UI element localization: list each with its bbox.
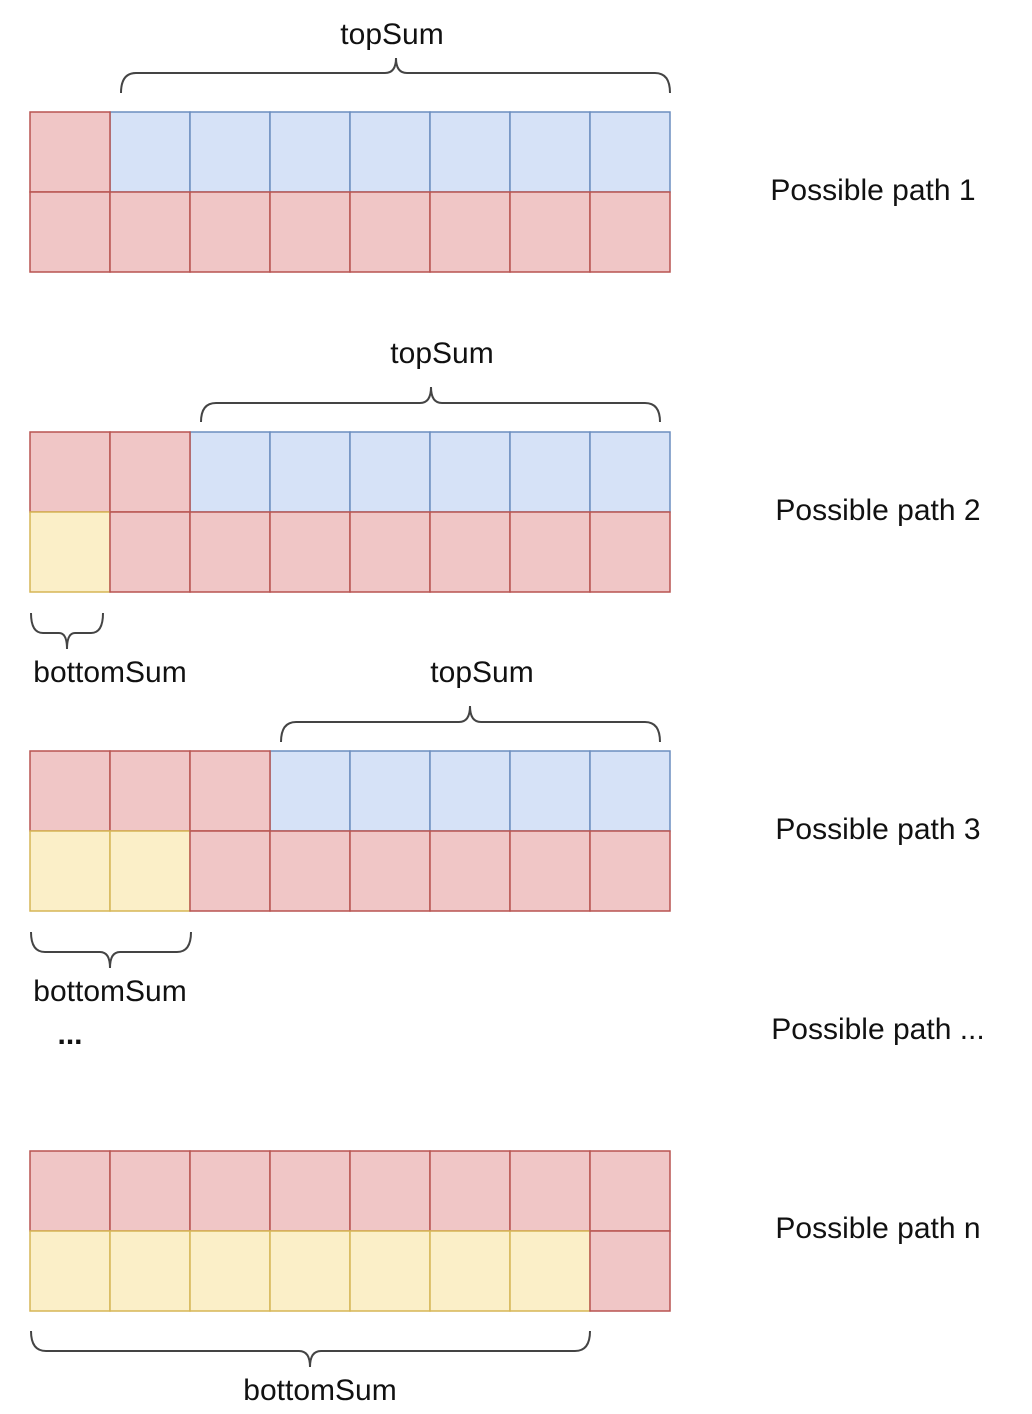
top-cell-blue xyxy=(349,750,431,832)
bottom-cell-yellow xyxy=(109,1230,191,1312)
bottom-cell-red xyxy=(589,830,671,912)
path-n-label: Possible path n xyxy=(775,1212,980,1245)
path-3-label: Possible path 3 xyxy=(775,813,980,846)
bottom-cell-red xyxy=(509,511,591,593)
path-n-grid xyxy=(29,1150,671,1312)
bottom-cell-red xyxy=(429,191,511,273)
bottom-cell-red xyxy=(189,511,271,593)
top-cell-blue xyxy=(589,111,671,193)
path-3-bottomsum-brace xyxy=(30,931,192,969)
top-cell-blue xyxy=(189,431,271,513)
bottom-cell-red xyxy=(269,191,351,273)
top-cell-blue xyxy=(349,431,431,513)
top-cell-blue xyxy=(589,431,671,513)
top-cell-red xyxy=(349,1150,431,1232)
path-3-topsum-brace xyxy=(280,705,661,743)
top-cell-red xyxy=(29,750,111,832)
bottom-cell-red xyxy=(349,511,431,593)
bottom-cell-red xyxy=(189,191,271,273)
path-n-bottomsum-brace xyxy=(30,1330,591,1368)
path-3-grid xyxy=(29,750,671,912)
top-cell-red xyxy=(29,431,111,513)
path-1-grid xyxy=(29,111,671,273)
top-cell-blue xyxy=(349,111,431,193)
bottom-cell-red xyxy=(509,191,591,273)
top-cell-blue xyxy=(269,111,351,193)
top-cell-blue xyxy=(429,111,511,193)
path-2-group: topSum bottomSum Possible path 2 xyxy=(29,337,981,689)
top-cell-blue xyxy=(509,111,591,193)
bottom-cell-yellow xyxy=(189,1230,271,1312)
bottom-cell-yellow xyxy=(269,1230,351,1312)
top-cell-red xyxy=(589,1150,671,1232)
bottom-cell-yellow xyxy=(429,1230,511,1312)
path-2-topsum-label: topSum xyxy=(390,337,493,370)
bottom-cell-red xyxy=(189,830,271,912)
path-2-topsum-brace xyxy=(200,386,661,423)
bottom-cell-red xyxy=(349,191,431,273)
path-1-topsum-label: topSum xyxy=(340,18,443,51)
top-cell-blue xyxy=(109,111,191,193)
top-cell-red xyxy=(189,750,271,832)
top-cell-red xyxy=(109,750,191,832)
bottom-cell-red xyxy=(589,1230,671,1312)
top-cell-red xyxy=(189,1150,271,1232)
bottom-cell-red xyxy=(269,830,351,912)
path-2-grid xyxy=(29,431,671,593)
path-3-topsum-label: topSum xyxy=(430,656,533,689)
ellipsis-label: Possible path ... xyxy=(771,1013,984,1046)
top-cell-red xyxy=(509,1150,591,1232)
top-cell-blue xyxy=(189,111,271,193)
ellipsis-group: ... Possible path ... xyxy=(57,1013,984,1051)
top-cell-red xyxy=(29,1150,111,1232)
bottom-cell-red xyxy=(429,511,511,593)
top-cell-blue xyxy=(509,750,591,832)
bottom-cell-red xyxy=(509,830,591,912)
bottom-cell-red xyxy=(29,191,111,273)
bottom-cell-yellow xyxy=(29,830,111,912)
path-3-bottomsum-label: bottomSum xyxy=(33,975,186,1008)
top-cell-red xyxy=(29,111,111,193)
bottom-cell-red xyxy=(589,511,671,593)
bottom-cell-yellow xyxy=(349,1230,431,1312)
bottom-cell-yellow xyxy=(509,1230,591,1312)
path-2-label: Possible path 2 xyxy=(775,494,980,527)
top-cell-blue xyxy=(589,750,671,832)
path-1-topsum-brace xyxy=(120,57,671,94)
top-cell-blue xyxy=(269,750,351,832)
bottom-cell-red xyxy=(109,511,191,593)
top-cell-blue xyxy=(509,431,591,513)
top-cell-red xyxy=(269,1150,351,1232)
top-cell-red xyxy=(109,1150,191,1232)
bottom-cell-yellow xyxy=(109,830,191,912)
bottom-cell-yellow xyxy=(29,511,111,593)
bottom-cell-yellow xyxy=(29,1230,111,1312)
bottom-cell-red xyxy=(589,191,671,273)
bottom-cell-red xyxy=(269,511,351,593)
top-cell-blue xyxy=(269,431,351,513)
bottom-cell-red xyxy=(429,830,511,912)
top-cell-blue xyxy=(429,750,511,832)
path-n-group: bottomSum Possible path n xyxy=(29,1150,981,1407)
path-1-group: topSum Possible path 1 xyxy=(29,18,976,273)
top-cell-red xyxy=(109,431,191,513)
top-cell-red xyxy=(429,1150,511,1232)
ellipsis-dots: ... xyxy=(57,1018,82,1051)
path-n-bottomsum-label: bottomSum xyxy=(243,1374,396,1407)
path-3-group: topSum bottomSum Possible path 3 xyxy=(29,656,981,1008)
top-cell-blue xyxy=(429,431,511,513)
path-1-label: Possible path 1 xyxy=(770,174,975,207)
bottom-cell-red xyxy=(109,191,191,273)
path-2-bottomsum-label: bottomSum xyxy=(33,656,186,689)
path-2-bottomsum-brace xyxy=(30,612,104,650)
bottom-cell-red xyxy=(349,830,431,912)
